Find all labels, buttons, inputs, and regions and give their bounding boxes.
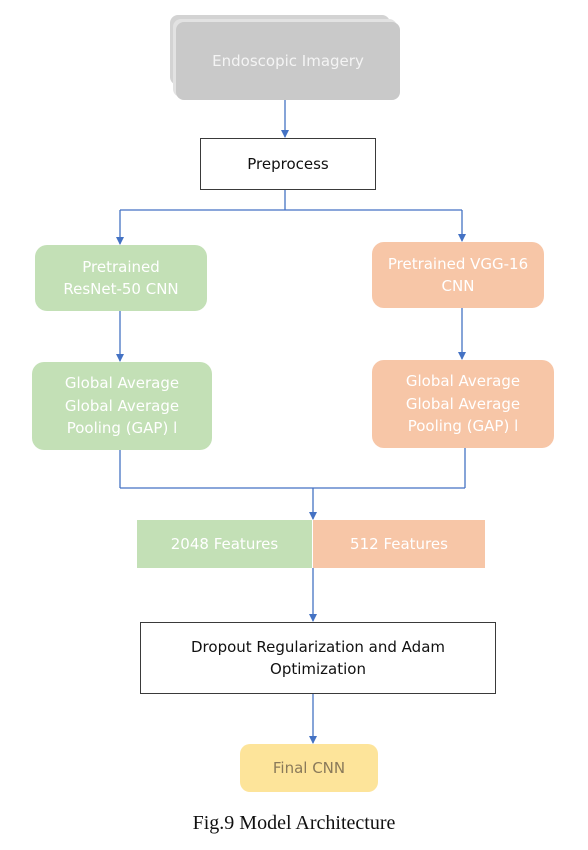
dropout-label: Dropout Regularization and Adam Optimiza… — [191, 637, 445, 679]
resnet-label: Pretrained ResNet-50 CNN — [63, 257, 179, 299]
vgg-node: Pretrained VGG-16 CNN — [372, 242, 544, 308]
gap-left-node: Global Average Global Average Pooling (G… — [32, 362, 212, 450]
input-label: Endoscopic Imagery — [212, 51, 364, 70]
vgg-label: Pretrained VGG-16 CNN — [387, 254, 529, 296]
feat-left-label: 2048 Features — [170, 534, 279, 553]
final-node: Final CNN — [240, 744, 378, 792]
resnet-node: Pretrained ResNet-50 CNN — [35, 245, 207, 311]
feat-right-node: 512 Features — [313, 520, 485, 568]
dropout-node: Dropout Regularization and Adam Optimiza… — [140, 622, 496, 694]
figure-caption: Fig.9 Model Architecture — [192, 812, 396, 834]
feat-left-node: 2048 Features — [137, 520, 312, 568]
gap-right-node: Global Average Global Average Pooling (G… — [372, 360, 554, 448]
final-label: Final CNN — [272, 758, 346, 777]
input-node: Endoscopic Imagery — [176, 22, 400, 100]
preprocess-label: Preprocess — [247, 154, 329, 173]
gap-left-label: Global Average Global Average Pooling (G… — [64, 374, 180, 438]
preprocess-node: Preprocess — [200, 138, 376, 190]
gap-right-label: Global Average Global Average Pooling (G… — [405, 372, 521, 436]
feat-right-label: 512 Features — [350, 534, 448, 553]
